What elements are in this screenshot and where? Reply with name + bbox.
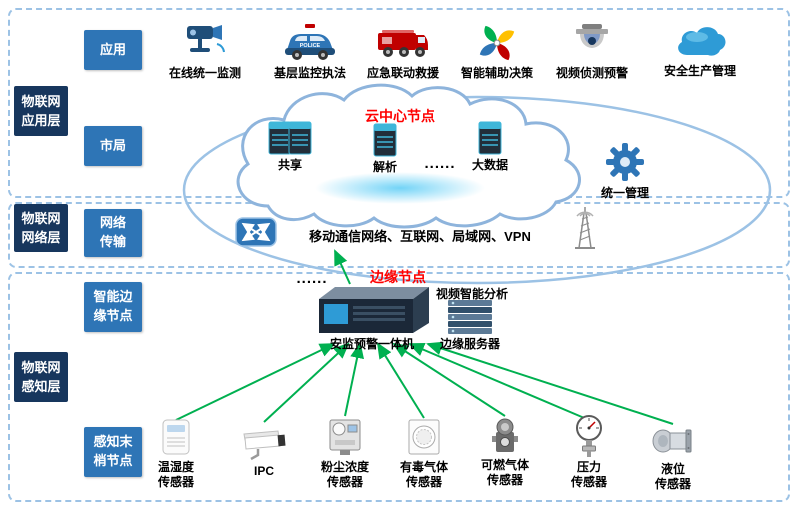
- server-icon: [373, 123, 397, 157]
- edge-machine-label: 安监预警一体机: [329, 337, 414, 351]
- video-analysis-label: 视频智能分析: [435, 287, 509, 301]
- sub-label-line: 智能边: [93, 289, 133, 305]
- edge-machine-icon: [319, 287, 429, 333]
- server-icon: [268, 121, 292, 155]
- sensor-label: 温湿度 传感器: [157, 460, 194, 489]
- cloud-glow: [315, 172, 485, 204]
- app-label: 安全生产管理: [663, 64, 737, 78]
- layer-label-line: 物联网: [21, 93, 61, 109]
- cloud-node-label: 共享: [277, 158, 302, 172]
- sub-label-city-bureau: 市局: [84, 126, 142, 166]
- cloud-node-parsing: 解析: [372, 120, 398, 175]
- toxic-gas-sensor-icon: [408, 419, 440, 455]
- flammable-gas-sensor-icon: [491, 418, 518, 452]
- network-ring-ellipse: [182, 95, 772, 285]
- edge-server-rack-icon: [447, 300, 492, 334]
- sub-label-perception-terminal: 感知末 梢节点: [84, 427, 142, 477]
- sub-label-line: 网络: [99, 215, 126, 231]
- server-pair-icon: [267, 118, 313, 156]
- cloud-node-label: 解析: [372, 160, 397, 174]
- dome-camera-icon: [575, 24, 608, 48]
- app-decision-support: 智能辅助决策: [461, 22, 533, 81]
- edge-server-label: 边缘服务器: [439, 337, 501, 351]
- sensor-label: 有毒气体 传感器: [399, 460, 449, 489]
- sensor-pressure: 压力 传感器: [567, 414, 611, 490]
- sensor-flammable-gas: 可燃气体 传感器: [481, 416, 529, 488]
- sensor-label: 粉尘浓度 传感器: [320, 460, 370, 489]
- app-video-detection: 视频侦测预警: [556, 22, 628, 81]
- cloud-ellipsis: ......: [424, 155, 456, 172]
- cloud-center-title: 云中心节点: [365, 108, 435, 124]
- layer-label-line: 物联网: [21, 210, 61, 226]
- layer-label-line: 应用层: [21, 113, 61, 128]
- layer-label-line: 感知层: [21, 379, 61, 394]
- edge-ellipsis: ......: [296, 270, 328, 287]
- cloud-node-bigdata: 大数据: [472, 118, 508, 173]
- unified-management: 统一管理: [601, 140, 649, 201]
- fire-truck-icon: [377, 30, 428, 57]
- app-label: 应急联动救援: [366, 66, 440, 80]
- layer-label-iot-network: 物联网 网络层: [14, 204, 68, 252]
- layer-label-iot-perception: 物联网 感知层: [14, 352, 68, 402]
- dust-sensor-icon: [329, 419, 361, 455]
- server-icon: [478, 121, 502, 155]
- app-online-monitoring: 在线统一监测: [169, 20, 241, 81]
- temp-humidity-sensor-icon: [162, 419, 190, 455]
- layer-label-iot-application: 物联网 应用层: [14, 86, 68, 136]
- decision-pinwheel-icon: [479, 25, 515, 61]
- sub-label-line: 应用: [99, 41, 126, 57]
- gear-icon: [605, 143, 644, 181]
- cctv-monitor-icon: [186, 25, 225, 53]
- layer-label-line: 网络层: [21, 230, 61, 245]
- cell-tower-icon: [575, 207, 595, 249]
- app-emergency-rescue: 应急联动救援: [367, 22, 439, 81]
- sensor-label: IPC: [253, 464, 274, 478]
- sensor-temp-humidity: 温湿度 传感器: [154, 418, 198, 490]
- edge-machine: 安监预警一体机: [313, 283, 431, 352]
- sensor-label: 液位 传感器: [654, 462, 691, 491]
- pressure-sensor-icon: [576, 415, 602, 457]
- sensor-ipc: IPC: [238, 422, 290, 479]
- sub-label-edge-node: 智能边 缘节点: [84, 282, 142, 332]
- sensor-dust: 粉尘浓度 传感器: [321, 416, 369, 490]
- cell-tower: [565, 206, 605, 252]
- edge-node-title: 边缘节点: [370, 269, 426, 285]
- sub-label-application: 应用: [84, 30, 142, 70]
- sensor-uplink-arrows: [175, 249, 674, 425]
- sub-label-line: 市局: [99, 137, 126, 153]
- app-label: 基层监控执法: [273, 66, 347, 80]
- sensor-level: 液位 传感器: [648, 422, 698, 492]
- network-switch: [233, 211, 279, 253]
- level-sensor-icon: [652, 429, 692, 453]
- sub-label-network-transmission: 网络 传输: [84, 209, 142, 257]
- network-text: 移动通信网络、互联网、局域网、VPN: [309, 229, 531, 244]
- edge-server: 边缘服务器: [440, 299, 500, 352]
- sub-label-line: 传输: [99, 234, 126, 249]
- cloud-icon: [678, 27, 726, 56]
- sensor-label: 可燃气体 传感器: [480, 458, 530, 487]
- server-icon: [288, 121, 312, 155]
- sub-label-line: 感知末: [93, 434, 133, 450]
- ipc-camera-icon: [243, 430, 286, 461]
- sub-label-line: 梢节点: [93, 453, 133, 468]
- cloud-node-label: 大数据: [471, 158, 509, 172]
- sub-label-line: 缘节点: [93, 308, 133, 323]
- switch-icon: [235, 217, 277, 247]
- app-label: 智能辅助决策: [460, 66, 534, 80]
- app-grassroots-enforcement: POLICE 基层监控执法: [274, 22, 346, 81]
- police-text: POLICE: [300, 43, 321, 49]
- app-label: 在线统一监测: [168, 66, 242, 80]
- sensor-toxic-gas: 有毒气体 传感器: [400, 418, 448, 490]
- perception-layer-band: [8, 272, 790, 502]
- unified-management-label: 统一管理: [600, 186, 650, 200]
- cloud-node-sharing: 共享: [267, 118, 313, 173]
- sensor-label: 压力 传感器: [570, 460, 607, 489]
- police-car-icon: POLICE: [284, 24, 335, 60]
- app-safety-management: 安全生产管理: [664, 24, 736, 79]
- layer-label-line: 物联网: [21, 359, 61, 375]
- app-label: 视频侦测预警: [555, 66, 629, 80]
